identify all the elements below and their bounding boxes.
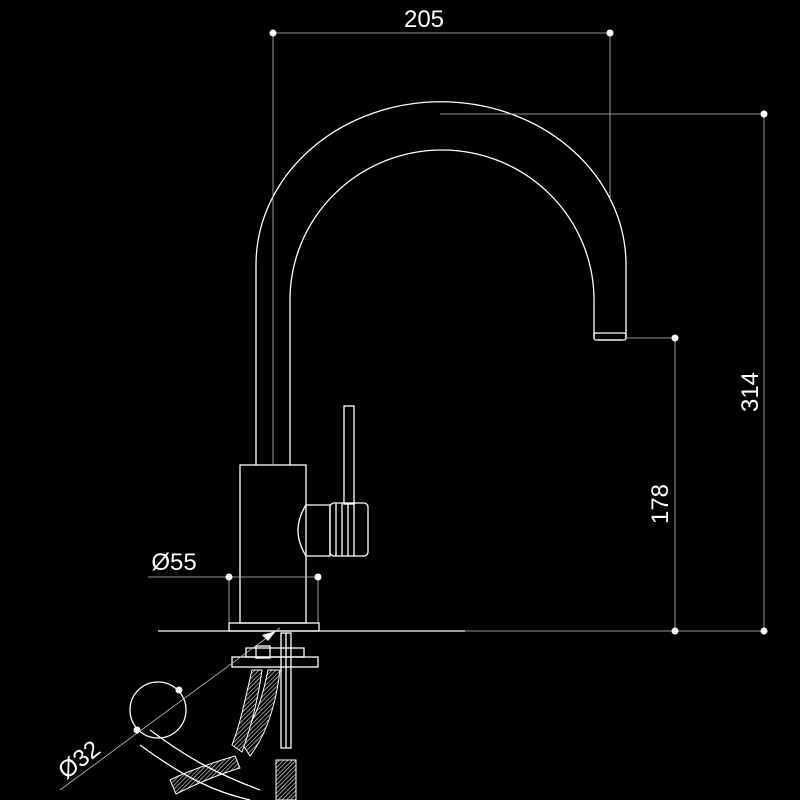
spout-reach-label: 205 xyxy=(404,6,444,33)
aerator-outlet xyxy=(593,332,627,341)
dimension-spout-height: 178 xyxy=(626,334,679,635)
mounting-kit xyxy=(139,632,319,800)
hole-detail xyxy=(59,627,281,791)
spout-height-label: 178 xyxy=(647,484,674,524)
lever-handle xyxy=(297,405,369,557)
base-flange xyxy=(228,622,320,632)
dimension-total-height: 314 xyxy=(440,110,768,635)
handle-cartridge-cap xyxy=(329,502,369,557)
faucet-body xyxy=(228,464,320,632)
dimension-spout-reach: 205 xyxy=(269,6,614,465)
total-height-label: 314 xyxy=(737,372,764,412)
dimension-body-diameter: Ø55 xyxy=(148,549,322,623)
flexible-hose-middle xyxy=(231,669,263,753)
hole-diameter-label: Ø32 xyxy=(53,735,105,784)
body-diameter-label: Ø55 xyxy=(151,549,196,576)
flexible-hose-right xyxy=(169,755,241,795)
faucet-spout xyxy=(255,101,627,465)
flexible-hose-left xyxy=(239,669,281,757)
hose-connector xyxy=(275,759,297,800)
